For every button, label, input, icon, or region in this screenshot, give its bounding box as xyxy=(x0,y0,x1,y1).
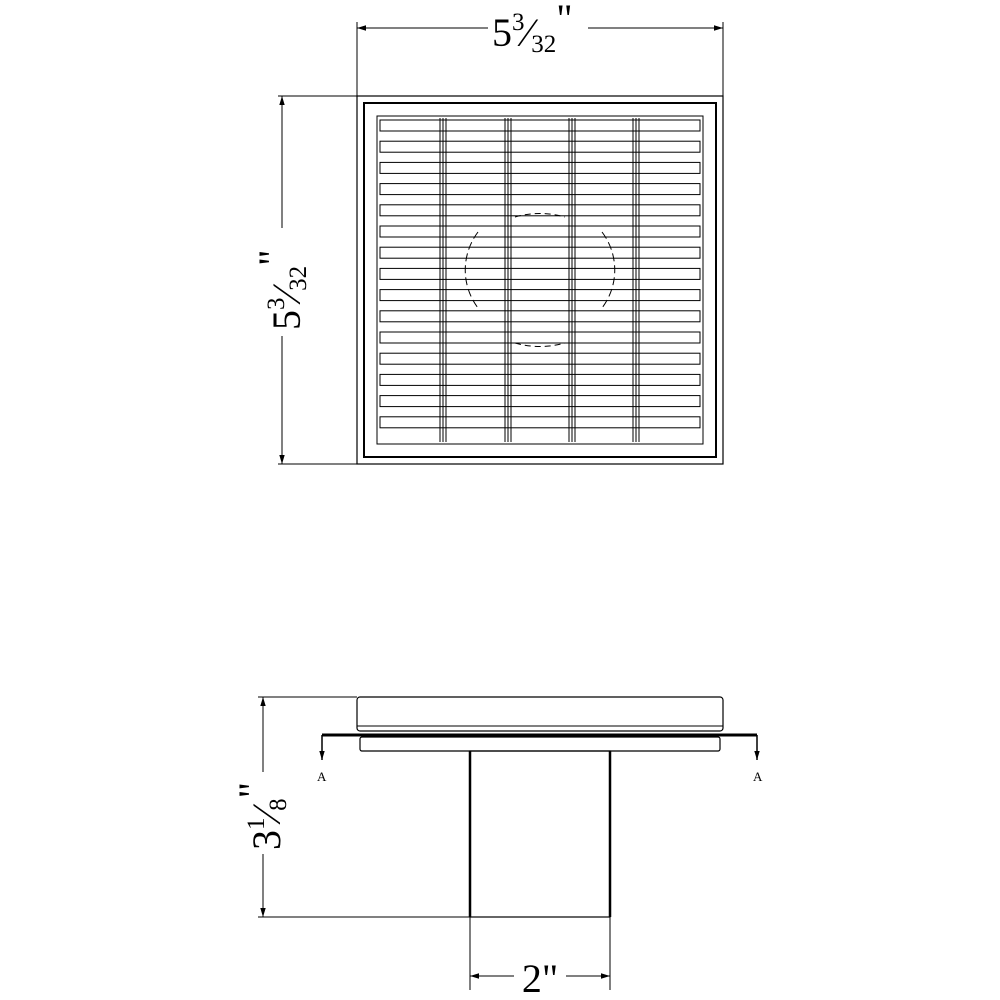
side-height-whole: 3 xyxy=(244,830,289,850)
grate-slot xyxy=(379,352,701,365)
top-view: 53⁄32" 53⁄32" xyxy=(250,0,724,465)
section-line-a-a: A A xyxy=(317,733,763,784)
grate-slot xyxy=(379,416,701,429)
side-height-denominator: 8 xyxy=(265,798,292,811)
pipe-width-dimension: 2" xyxy=(469,917,611,1000)
outlet-pipe xyxy=(469,750,611,918)
side-height-dimension: 31⁄8" xyxy=(230,696,470,918)
top-height-denominator: 32 xyxy=(285,266,312,291)
grate-slot xyxy=(379,373,701,386)
top-height-numerator: 3 xyxy=(263,298,290,311)
top-width-denominator: 32 xyxy=(531,31,556,58)
grate-slot xyxy=(379,204,701,217)
top-height-unit: " xyxy=(250,249,295,265)
top-width-whole: 5 xyxy=(492,10,512,55)
drain-inner-frame xyxy=(363,102,717,458)
top-width-dimension: 53⁄32" xyxy=(356,0,724,96)
side-flange xyxy=(356,696,724,732)
grate-slot xyxy=(379,267,701,280)
grate-slot xyxy=(379,119,701,132)
grate-slot xyxy=(379,246,701,259)
grate-slot xyxy=(379,225,701,238)
top-width-unit: " xyxy=(556,0,572,41)
side-body-plate xyxy=(359,736,721,752)
top-height-whole: 5 xyxy=(264,310,309,330)
drain-outer-frame xyxy=(356,95,724,465)
side-view: A A 31⁄8" 2" xyxy=(230,696,763,1000)
pipe-width-label: 2" xyxy=(522,956,558,1000)
side-height-numerator: 1 xyxy=(243,818,270,831)
section-label-left: A xyxy=(317,769,327,784)
grate-separators xyxy=(439,118,640,442)
side-height-unit: " xyxy=(230,782,275,798)
top-height-dimension: 53⁄32" xyxy=(250,95,357,465)
grate-slot xyxy=(379,183,701,196)
section-label-right: A xyxy=(753,769,763,784)
grate-slot xyxy=(379,395,701,408)
grate-slot xyxy=(379,310,701,323)
grate-border xyxy=(376,115,704,445)
grate-slots xyxy=(379,119,701,429)
grate-slot xyxy=(379,140,701,153)
center-opening-hidden xyxy=(464,213,616,347)
grate-slot xyxy=(379,161,701,174)
grate-slot xyxy=(379,289,701,302)
top-width-numerator: 3 xyxy=(512,9,525,36)
grate-slot xyxy=(379,331,701,344)
